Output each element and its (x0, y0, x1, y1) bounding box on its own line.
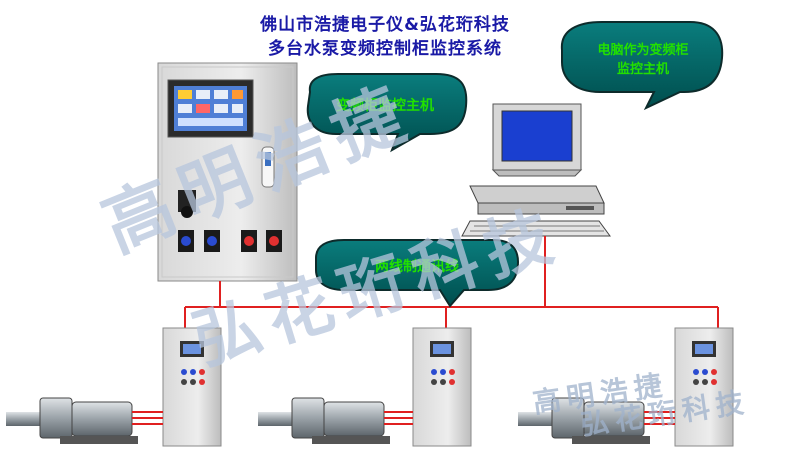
title-line2: 多台水泵变频控制柜监控系统 (268, 39, 502, 59)
main-control-cabinet (157, 62, 298, 282)
callout-bus: 两线制通讯线 (315, 239, 520, 308)
selector-switch (178, 190, 196, 218)
pump-motor-2 (258, 397, 413, 444)
callout-cabinet-host: 变频柜监控主机 (306, 73, 468, 153)
keyboard (461, 220, 611, 237)
knob-row (178, 230, 282, 252)
monitor (491, 103, 583, 177)
inverter-cabinet-1 (162, 327, 222, 447)
pump-motor-3 (518, 397, 675, 444)
callout-pc-host-line1: 电脑作为变频柜 (597, 42, 688, 58)
callout-pc-host-line2: 监控主机 (617, 61, 669, 77)
callout-cabinet-host-text: 变频柜监控主机 (336, 97, 434, 114)
inverter-cabinet-2 (412, 327, 472, 447)
inverter-cabinet-3 (674, 327, 734, 447)
callout-pc-host: 电脑作为变频柜 监控主机 (560, 21, 724, 111)
computer-icon (461, 103, 611, 237)
title-line1: 佛山市浩捷电子仪&弘花珩科技 (260, 15, 510, 35)
communication-bus (184, 236, 719, 328)
pump-motor-1 (6, 397, 163, 444)
pc-case (469, 185, 605, 215)
callout-bus-text: 两线制通讯线 (375, 258, 459, 275)
touch-screen (167, 79, 254, 138)
